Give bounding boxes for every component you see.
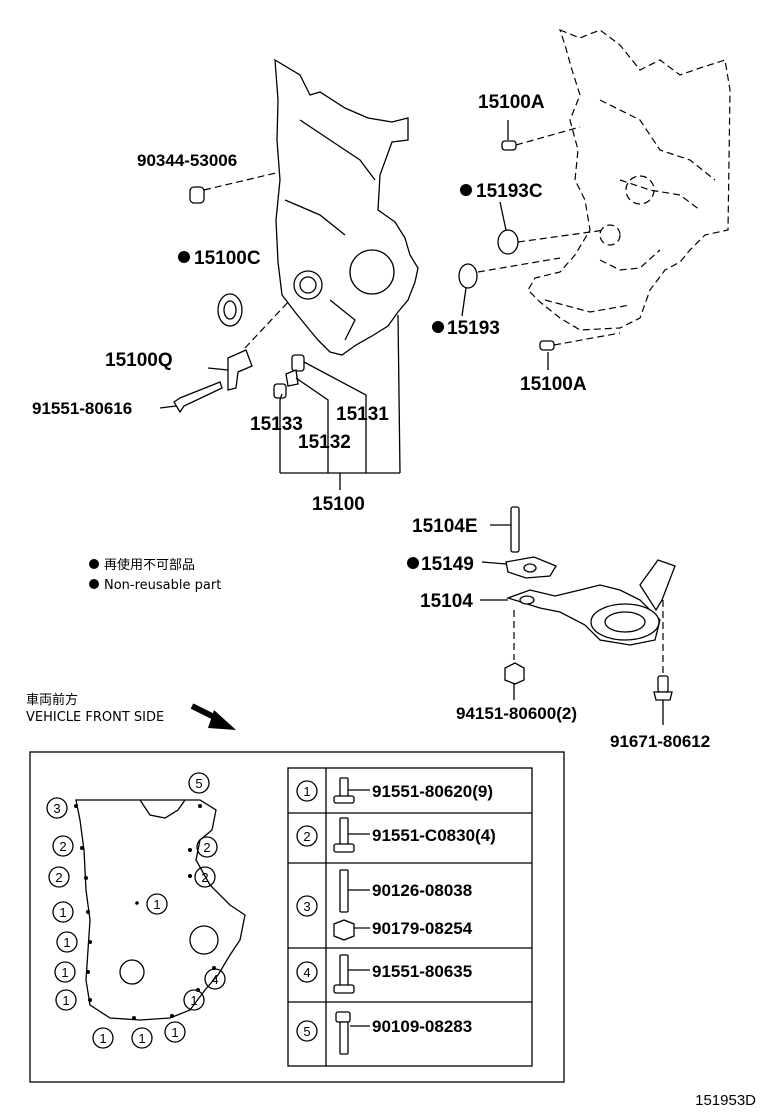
cover-marker: 1 [61,965,68,980]
flange-bolt-icon [333,817,370,853]
label-15104E: 15104E [412,516,478,537]
cover-marker: 4 [211,972,218,987]
bolt-table-key: 5 [303,1024,310,1039]
label-15149: 15149 [421,554,474,575]
timing-cover [274,58,419,356]
part-labels: 90344-53006 15100C 15100Q 91551-80616 15… [32,92,710,751]
label-15193C: 15193C [476,181,543,202]
label-91671-80612: 91671-80612 [610,732,710,751]
bolt-layout-frame [29,751,565,1083]
label-15100Q: 15100Q [105,350,173,371]
label-15100: 15100 [312,494,365,515]
flange-bolt-icon [333,954,370,994]
cover-marker: 2 [203,840,210,855]
nonreusable-bullet-icon [178,251,190,263]
cover-marker: 1 [190,993,197,1008]
cover-marker: 1 [138,1031,145,1046]
label-15100A-bottom: 15100A [520,374,587,395]
bolt-part-number: 91551-80620(9) [372,782,493,801]
cover-marker: 1 [153,897,160,912]
legend-bullet-en-icon [89,579,99,589]
part-15149-gasket [481,556,557,579]
label-90344-53006: 90344-53006 [137,151,237,170]
front-side-en: VEHICLE FRONT SIDE [26,710,164,725]
cover-marker: 5 [195,776,202,791]
part-91551-80616 [173,381,223,414]
bolt-table-key: 4 [303,965,310,980]
legend-bullet-jp-icon [89,559,99,569]
label-15100C: 15100C [194,248,261,269]
label-91551-80616: 91551-80616 [32,399,132,418]
part-15193 [458,257,561,317]
front-side-jp: 車両前方 [26,692,78,708]
part-15100A-top [501,120,581,151]
part-15193C [497,201,606,255]
cover-marker: 2 [201,870,208,885]
part-15133 [273,383,287,399]
nonreusable-bullet-icon [460,184,472,196]
part-15100C-seal [217,293,243,327]
cover-marker: 1 [171,1025,178,1040]
cover-marker: 1 [59,905,66,920]
label-15131: 15131 [336,404,389,425]
hex-nut-icon [333,919,370,941]
cover-bolt-layout [74,799,246,1021]
legend-text-en: Non-reusable part [104,578,221,593]
label-15133: 15133 [250,414,303,435]
flange-bolt-icon [333,777,370,804]
bolt-part-number: 90109-08283 [372,1017,472,1036]
label-15100A-top: 15100A [478,92,545,113]
part-15100Q [227,349,253,391]
label-15132: 15132 [298,432,351,453]
bolt-table-key: 2 [303,829,310,844]
label-94151-80600: 94151-80600(2) [456,704,577,723]
legend-text-jp: 再使用不可部品 [104,557,195,573]
nonreusable-bullet-icon [407,557,419,569]
part-94151-80600-nut [504,610,525,700]
engine-block-outline [527,28,731,331]
part-15131 [291,354,305,372]
label-15104: 15104 [420,591,473,612]
stud-bolt-icon [339,869,370,913]
cover-marker: 1 [62,993,69,1008]
leader-lines-left [159,314,401,490]
cover-marker: 2 [55,870,62,885]
bolt-part-number: 90179-08254 [372,919,473,938]
part-15100A-bottom [539,332,621,370]
diagram-code: 151953D [695,1092,756,1109]
front-side-arrow-icon [190,703,236,730]
cover-marker: 2 [59,839,66,854]
bolt-part-number: 91551-C0830(4) [372,826,496,845]
bolt-table-key: 1 [303,784,310,799]
cover-marker: 3 [53,801,60,816]
bolt-table-key: 3 [303,899,310,914]
part-91671-80612-bolt [653,600,673,725]
stud-bolt-icon [335,1011,370,1055]
part-90344-53006 [189,171,281,204]
cover-marker: 1 [99,1031,106,1046]
part-15132 [285,369,299,387]
nonreusable-bullet-icon [432,321,444,333]
bolt-table: 1 2 3 4 5 91551-80620(9) 91551-C0830(4) … [287,767,533,1067]
cover-marker: 1 [63,935,70,950]
bolt-part-number: 90126-08038 [372,881,472,900]
part-15104E-stud [490,506,520,553]
label-15193: 15193 [447,318,500,339]
part-15104-strainer [480,559,676,646]
bolt-part-number: 91551-80635 [372,962,472,981]
cover-markers: 3 5 2 2 2 2 1 1 1 1 1 1 1 1 1 4 1 [46,772,226,1049]
